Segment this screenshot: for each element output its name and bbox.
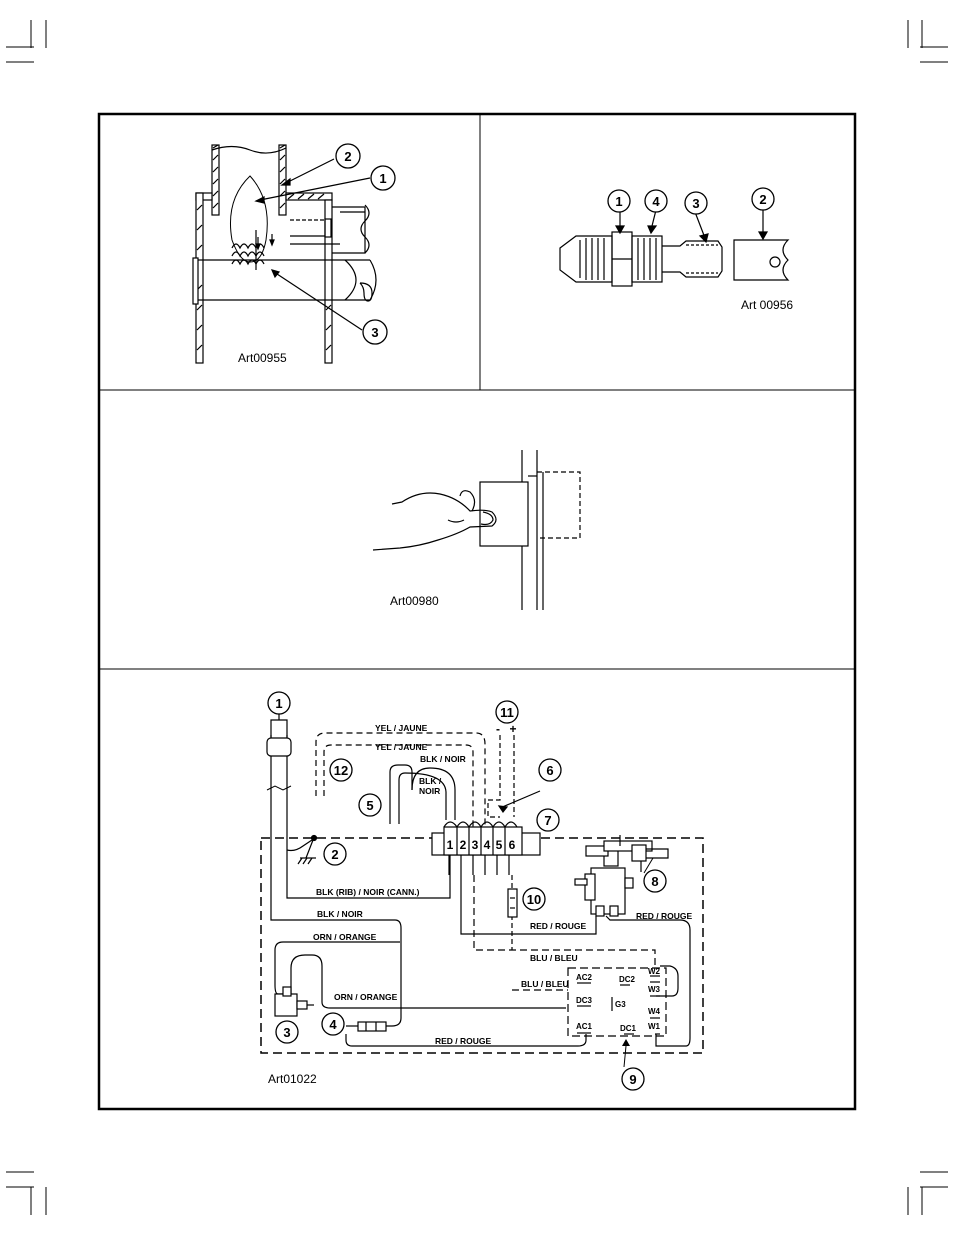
board-terminal: DC1 [620, 1024, 637, 1033]
callout-3: 3 [371, 325, 378, 340]
wire-label: BLU / BLEU [530, 953, 578, 963]
callout-11: 11 [500, 705, 514, 720]
art-number: Art00980 [390, 594, 439, 608]
hand-diagram [373, 450, 580, 610]
board-terminal: G3 [615, 1000, 626, 1009]
terminal-number: 4 [484, 838, 491, 852]
wire-label: BLK (RIB) / NOIR (CANN.) [316, 887, 420, 897]
board-terminal: DC3 [576, 996, 593, 1005]
wire-label: BLK / [419, 776, 442, 786]
callout-1: 1 [275, 696, 282, 711]
wire-label: BLK / NOIR [317, 909, 363, 919]
terminal-number: 6 [509, 838, 516, 852]
terminal-number: 1 [447, 838, 454, 852]
wire-label: YEL / JAUNE [375, 723, 428, 733]
wire-label: BLU / BLEU [521, 979, 569, 989]
board-terminal: W2 [648, 967, 661, 976]
wire-label: ORN / ORANGE [313, 932, 377, 942]
wire-label: YEL / JAUNE [375, 742, 428, 752]
callout-2: 2 [344, 149, 351, 164]
callout-2: 2 [331, 847, 338, 862]
wire-label: RED / ROUGE [636, 911, 693, 921]
callout-3: 3 [283, 1025, 290, 1040]
board-terminal: AC2 [576, 973, 593, 982]
board-terminal: W4 [648, 1007, 661, 1016]
callout-8: 8 [651, 874, 658, 889]
wire-label: ORN / ORANGE [334, 992, 398, 1002]
callout-3: 3 [692, 196, 699, 211]
polarity-plus: + [509, 722, 516, 736]
callout-2: 2 [759, 192, 766, 207]
callout-1: 1 [379, 171, 386, 186]
callout-4: 4 [652, 194, 660, 209]
art-number: Art01022 [268, 1072, 317, 1086]
callout-10: 10 [527, 892, 541, 907]
page-frame [99, 114, 855, 1109]
terminal-number: 5 [496, 838, 503, 852]
terminal-number: 3 [472, 838, 479, 852]
flame-diagram [193, 145, 376, 363]
fitting-diagram [560, 208, 788, 286]
callout-1: 1 [615, 194, 622, 209]
callout-9: 9 [629, 1072, 636, 1087]
fitting-callouts: 1 4 3 2 Art 00956 [608, 188, 793, 312]
board-terminal: AC1 [576, 1022, 593, 1031]
callout-12: 12 [334, 763, 348, 778]
wire-label: RED / ROUGE [530, 921, 587, 931]
art-number: Art 00956 [741, 298, 793, 312]
art-number: Art00955 [238, 351, 287, 365]
wiring-diagram [261, 705, 703, 1053]
board-terminal: DC2 [619, 975, 636, 984]
callout-6: 6 [546, 763, 553, 778]
wire-label: BLK / NOIR [420, 754, 466, 764]
terminal-number: 2 [460, 838, 467, 852]
wire-label: RED / ROUGE [435, 1036, 492, 1046]
board-terminal: W1 [648, 1022, 661, 1031]
board-terminal: W3 [648, 985, 661, 994]
wire-label: NOIR [419, 786, 440, 796]
callout-7: 7 [544, 813, 551, 828]
callout-5: 5 [366, 798, 373, 813]
polarity-minus: - [496, 722, 500, 736]
callout-4: 4 [329, 1017, 337, 1032]
